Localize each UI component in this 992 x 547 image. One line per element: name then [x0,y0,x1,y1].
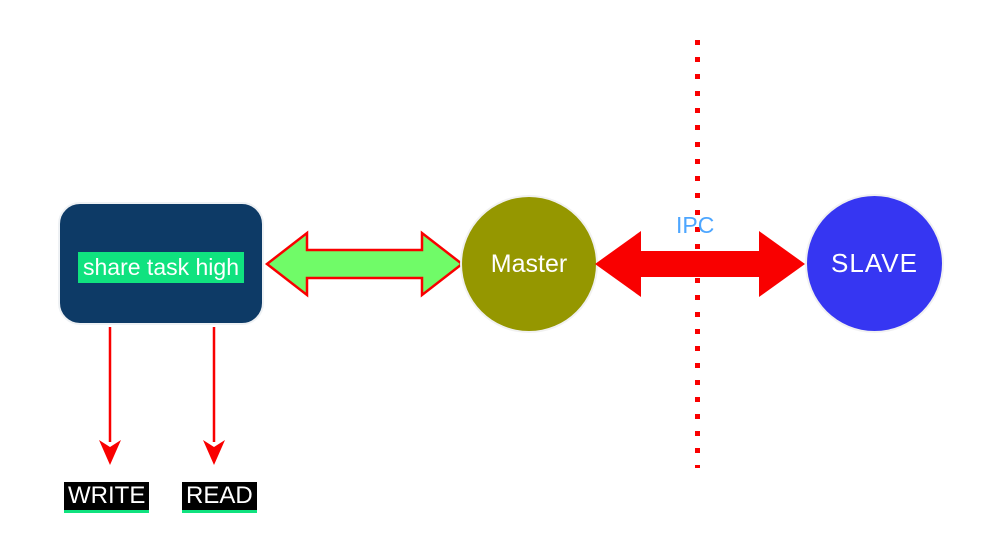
red-double-arrow-connector [595,231,805,297]
share-task-box: share task high [58,202,264,325]
slave-node-label: SLAVE [831,248,918,278]
green-double-arrow-connector [264,230,465,298]
share-task-label: share task high [78,252,244,283]
write-read-down-arrows [99,327,225,465]
read-label: READ [182,482,257,513]
read-arrow-connector [203,327,225,465]
ipc-label: IPC [676,212,715,238]
write-label: WRITE [64,482,150,513]
write-arrow-connector [99,327,121,465]
master-node: Master [462,197,596,331]
master-node-label: Master [490,249,568,278]
slave-node: SLAVE [807,196,942,331]
